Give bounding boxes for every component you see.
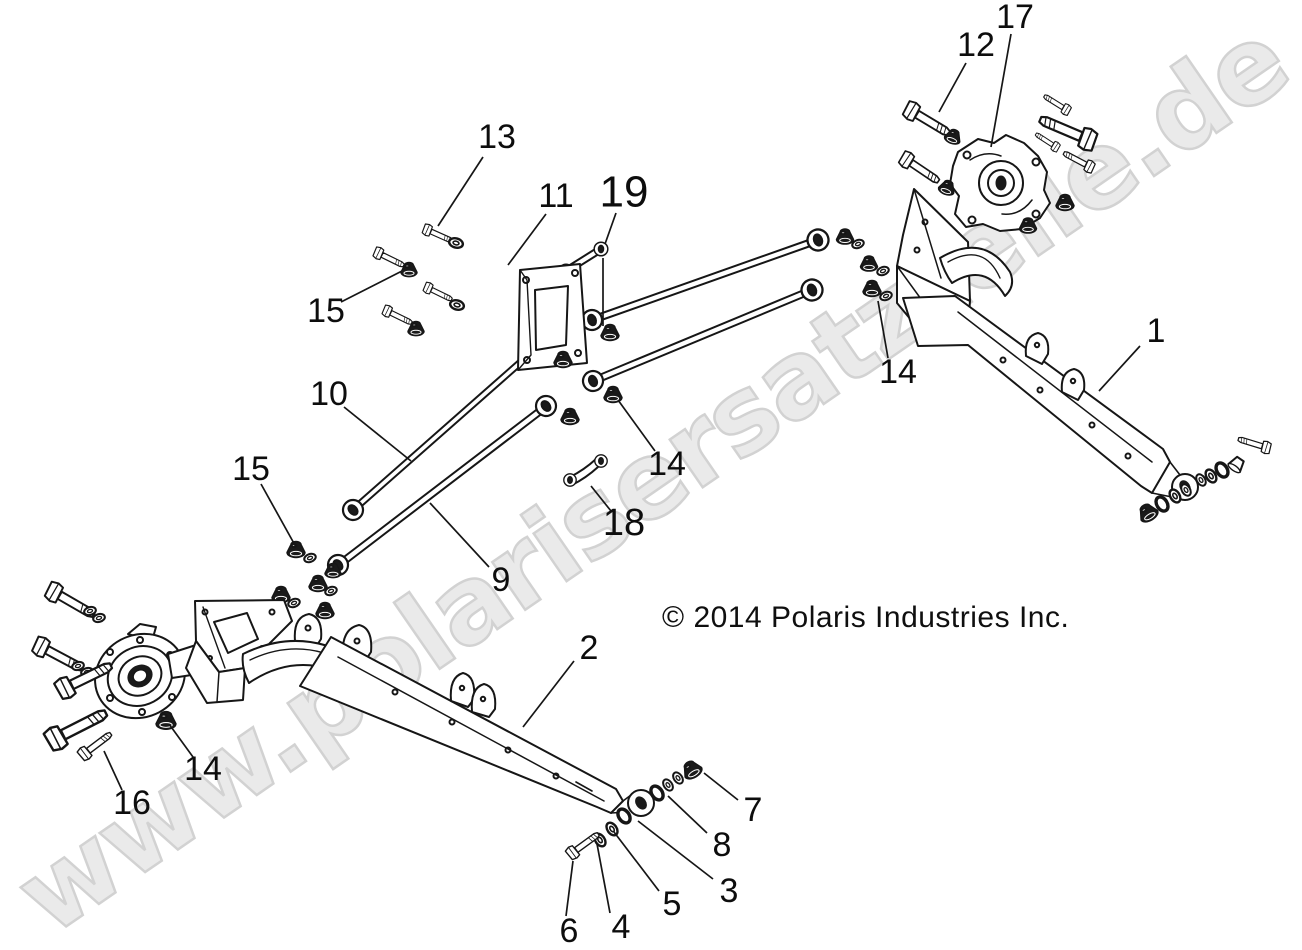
callout-label-4: 4 xyxy=(612,908,631,946)
callout-label-3: 3 xyxy=(720,872,739,910)
left-trailing-arm xyxy=(185,599,655,817)
callout-leader xyxy=(1098,345,1141,392)
callout-label-11: 11 xyxy=(538,177,573,215)
radius-rods xyxy=(322,225,833,581)
callout-label-19: 19 xyxy=(600,168,649,217)
callout-leader xyxy=(260,483,297,548)
callout-leader xyxy=(103,750,123,791)
callout-leader xyxy=(343,406,412,462)
right-knuckle xyxy=(949,134,1051,232)
callout-leader xyxy=(522,660,575,728)
callout-leader xyxy=(437,156,484,227)
callout-leader xyxy=(168,723,194,758)
callout-label-14: 14 xyxy=(184,750,222,788)
callout-leader xyxy=(429,502,490,568)
callout-label-6: 6 xyxy=(560,912,579,950)
callout-label-14: 14 xyxy=(648,445,686,483)
callout-label-10: 10 xyxy=(310,375,348,413)
callout-leader xyxy=(617,399,656,452)
callout-leader xyxy=(596,843,611,914)
link-18 xyxy=(563,454,608,487)
callout-label-9: 9 xyxy=(492,561,511,599)
callout-label-2: 2 xyxy=(580,629,599,667)
callout-label-15: 15 xyxy=(232,450,270,488)
callout-label-12: 12 xyxy=(957,26,995,64)
callout-label-14: 14 xyxy=(879,353,917,391)
mount-bracket-plate xyxy=(517,263,588,371)
callout-leader xyxy=(613,831,660,892)
callout-leader xyxy=(565,860,574,917)
right-trailing-arm xyxy=(902,295,1199,501)
copyright-text: © 2014 Polaris Industries Inc. xyxy=(662,601,1070,634)
callout-leader xyxy=(340,270,403,303)
callout-label-16: 16 xyxy=(113,784,151,822)
callout-leader xyxy=(590,485,612,512)
left-knuckle-bolts xyxy=(29,579,117,763)
callout-leader xyxy=(604,212,617,245)
callout-label-5: 5 xyxy=(663,885,682,923)
callout-leader xyxy=(938,62,967,113)
callout-label-8: 8 xyxy=(713,826,732,864)
callout-leader xyxy=(507,213,547,266)
callout-label-15: 15 xyxy=(307,292,345,330)
callout-leader xyxy=(667,795,708,834)
callout-label-17: 17 xyxy=(996,0,1034,36)
callout-label-1: 1 xyxy=(1147,312,1166,350)
callout-label-18: 18 xyxy=(603,502,645,544)
callout-label-7: 7 xyxy=(744,791,763,829)
callout-leader xyxy=(990,33,1012,148)
left-knuckle-hub xyxy=(94,623,199,731)
callout-leader xyxy=(703,772,739,801)
callout-leader xyxy=(877,300,889,359)
callout-label-13: 13 xyxy=(478,118,516,156)
callout-leader xyxy=(637,820,714,880)
